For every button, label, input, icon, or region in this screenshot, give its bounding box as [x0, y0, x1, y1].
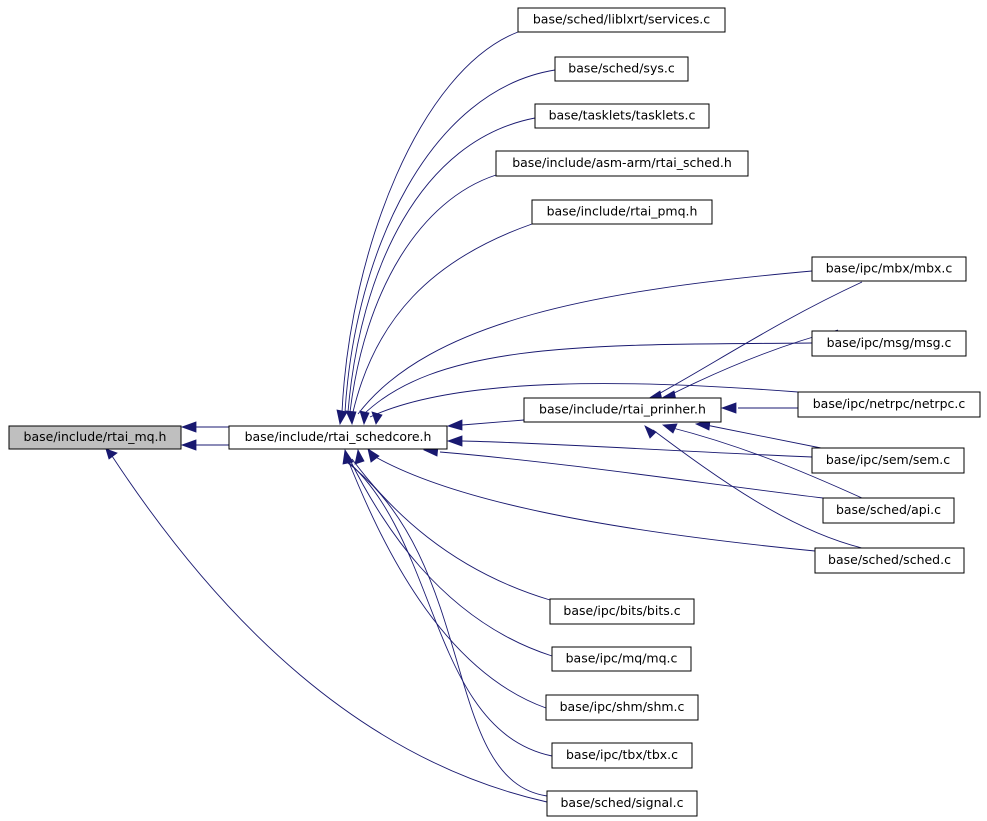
- edge-signal-to-schedcore: [343, 459, 548, 797]
- node-rtai-prinher-h[interactable]: base/include/rtai_prinher.h: [523, 397, 722, 423]
- arrow-schedcore-below-3: [367, 448, 380, 463]
- arrow-schedcore-cluster-4: [371, 411, 383, 425]
- arrow-schedcore-cluster: [336, 409, 348, 426]
- node-label: base/ipc/msg/msg.c: [827, 335, 952, 350]
- node-label: base/sched/liblxrt/services.c: [533, 12, 710, 27]
- edge-signal-to-mq-h: [111, 455, 548, 803]
- arrow-mq-h-bottom: [180, 439, 197, 451]
- node-tasklets-c[interactable]: base/tasklets/tasklets.c: [534, 103, 710, 129]
- node-signal-c[interactable]: base/sched/signal.c: [546, 790, 698, 817]
- node-label: base/include/rtai_schedcore.h: [245, 429, 432, 444]
- arrow-schedcore-below: [342, 448, 354, 465]
- edge-netrpc-to-schedcore: [369, 383, 799, 418]
- edge-sys-to-schedcore: [344, 69, 556, 413]
- node-label: base/ipc/shm/shm.c: [560, 699, 685, 714]
- node-tbx-c[interactable]: base/ipc/tbx/tbx.c: [551, 742, 693, 769]
- node-rtai-pmq-h[interactable]: base/include/rtai_pmq.h: [531, 199, 713, 225]
- edge-mq-to-schedcore: [349, 459, 553, 657]
- edge-pmq-to-schedcore: [352, 223, 533, 413]
- node-label: base/ipc/mq/mq.c: [566, 651, 678, 666]
- node-services-c[interactable]: base/sched/liblxrt/services.c: [517, 7, 726, 33]
- node-label: base/tasklets/tasklets.c: [549, 108, 696, 123]
- node-rtai-mq-h[interactable]: base/include/rtai_mq.h: [8, 425, 182, 450]
- node-label: base/sched/signal.c: [561, 795, 684, 810]
- node-sys-c[interactable]: base/sched/sys.c: [554, 56, 689, 82]
- node-netrpc-c[interactable]: base/ipc/netrpc/netrpc.c: [797, 391, 981, 418]
- node-label: base/include/rtai_pmq.h: [547, 204, 698, 219]
- node-label: base/ipc/mbx/mbx.c: [826, 261, 953, 276]
- node-label: base/ipc/netrpc/netrpc.c: [813, 396, 966, 411]
- edge-asmarm-to-schedcore: [349, 174, 497, 413]
- arrow-prinher-from-netrpc: [720, 402, 737, 414]
- edge-shm-to-schedcore: [347, 459, 547, 709]
- edge-mbx-to-schedcore: [357, 270, 813, 415]
- edge-services-to-schedcore: [341, 31, 519, 413]
- node-label: base/include/rtai_prinher.h: [539, 402, 706, 417]
- edge-msg-to-schedcore: [362, 342, 813, 416]
- edge-sched-to-prinher: [652, 429, 863, 549]
- edge-bits-to-schedcore: [351, 458, 551, 601]
- arrow-schedcore-cluster-2: [345, 410, 357, 426]
- arrow-schedcore-below-2: [354, 448, 365, 465]
- edges: [111, 31, 863, 803]
- edge-sched-to-schedcore: [371, 454, 816, 552]
- node-shm-c[interactable]: base/ipc/shm/shm.c: [545, 694, 699, 721]
- node-label: base/include/rtai_mq.h: [24, 429, 167, 444]
- node-label: base/ipc/tbx/tbx.c: [566, 747, 678, 762]
- arrow-prinher-from-api: [661, 423, 678, 434]
- node-api-c[interactable]: base/sched/api.c: [822, 497, 955, 524]
- node-label: base/sched/api.c: [836, 502, 941, 517]
- edge-sem-to-schedcore: [461, 440, 813, 458]
- node-bits-c[interactable]: base/ipc/bits/bits.c: [549, 598, 695, 625]
- node-mq-c[interactable]: base/ipc/mq/mq.c: [551, 646, 692, 672]
- edge-mbx-to-prinher: [654, 281, 863, 397]
- arrow-mq-h-top: [180, 421, 197, 433]
- edge-prinher-to-schedcore: [461, 419, 525, 426]
- node-label: base/sched/sched.c: [828, 552, 951, 567]
- node-asm-arm-rtai-sched-h[interactable]: base/include/asm-arm/rtai_sched.h: [495, 150, 749, 177]
- node-label: base/ipc/bits/bits.c: [563, 603, 680, 618]
- edge-tbx-to-schedcore: [345, 459, 553, 757]
- edge-sem-to-prinher: [705, 424, 827, 450]
- node-mbx-c[interactable]: base/ipc/mbx/mbx.c: [811, 256, 967, 282]
- nodes: base/include/rtai_mq.h base/include/rtai…: [8, 7, 981, 817]
- node-label: base/sched/sys.c: [568, 61, 675, 76]
- arrow-schedcore-from-sem: [446, 435, 463, 447]
- edge-tasklets-to-schedcore: [347, 117, 536, 413]
- arrow-schedcore-cluster-3: [359, 410, 370, 426]
- edge-api-to-schedcore: [439, 451, 824, 499]
- node-rtai-schedcore-h[interactable]: base/include/rtai_schedcore.h: [228, 425, 448, 450]
- edge-api-to-prinher: [668, 426, 863, 499]
- node-label: base/include/asm-arm/rtai_sched.h: [512, 155, 732, 170]
- node-sem-c[interactable]: base/ipc/sem/sem.c: [811, 447, 965, 474]
- arrow-schedcore-from-prinher: [446, 419, 463, 431]
- arrow-prinher-from-sched: [644, 425, 657, 439]
- arrow-mq-h-signal: [105, 448, 118, 460]
- node-label: base/ipc/sem/sem.c: [826, 452, 950, 467]
- node-sched-c[interactable]: base/sched/sched.c: [814, 547, 965, 574]
- node-msg-c[interactable]: base/ipc/msg/msg.c: [811, 330, 967, 357]
